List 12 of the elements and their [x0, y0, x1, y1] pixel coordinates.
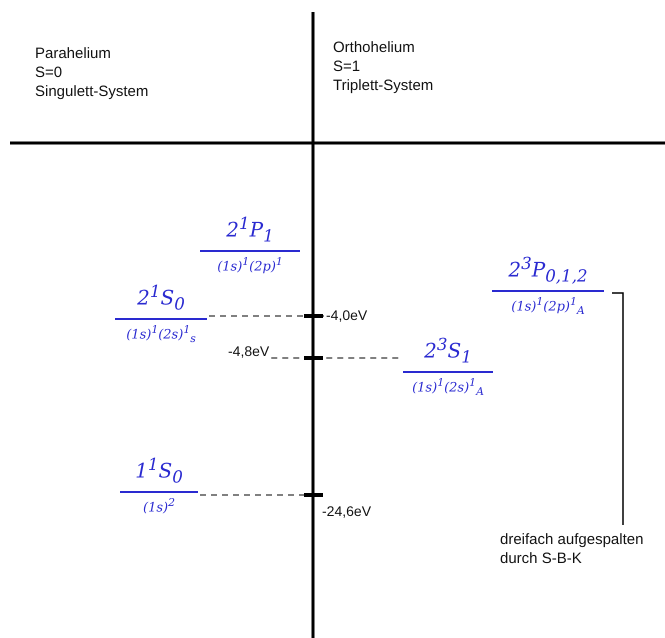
column-heading: Triplett-System: [333, 76, 434, 95]
energy-value: -4,0eV: [326, 307, 368, 323]
column-heading: S=1: [333, 57, 360, 76]
electron-configuration: (1s)$^{1}$(2p)$^{1}$: [216, 254, 284, 276]
column-heading: S=0: [35, 63, 62, 82]
column-heading: Parahelium: [35, 44, 111, 63]
energy-value: -4,8eV: [228, 343, 270, 359]
annotation-text: dreifach aufgespalten durch S-B-K: [500, 530, 644, 568]
energy-value: -24,6eV: [322, 503, 372, 519]
column-heading: Orthohelium: [333, 38, 415, 57]
electron-configuration: (1s)$^{2}$: [142, 494, 176, 517]
column-heading: Singulett-System: [35, 82, 148, 101]
